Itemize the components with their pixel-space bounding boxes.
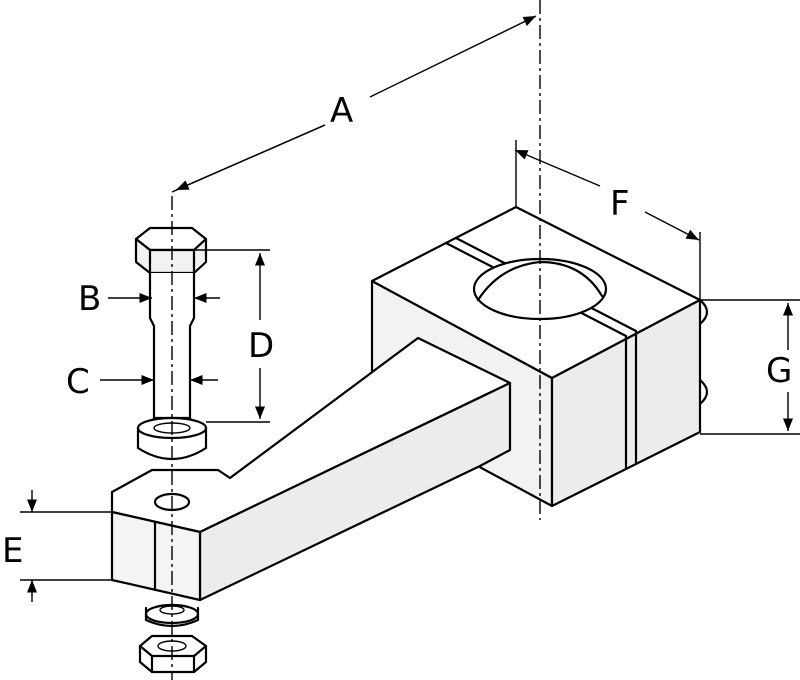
bolt-head-side: [134, 237, 208, 275]
dimension-label-e: E: [2, 531, 23, 571]
arm: [110, 336, 512, 602]
dimension-label-a: A: [330, 91, 353, 131]
dimension-e: [20, 490, 112, 602]
dimension-label-b: B: [78, 279, 101, 319]
dimension-f: [514, 140, 701, 300]
dimension-a: [171, 15, 537, 193]
hex-nut: [138, 634, 208, 674]
dimension-label-g: G: [766, 351, 792, 391]
dimension-label-f: F: [610, 184, 630, 224]
dimension-label-c: C: [66, 362, 90, 402]
clamp-screw-heads: [698, 298, 709, 406]
bolt: [134, 226, 208, 460]
dimension-d: [194, 249, 270, 423]
dimension-label-d: D: [248, 326, 274, 366]
dimension-g: [700, 299, 800, 435]
